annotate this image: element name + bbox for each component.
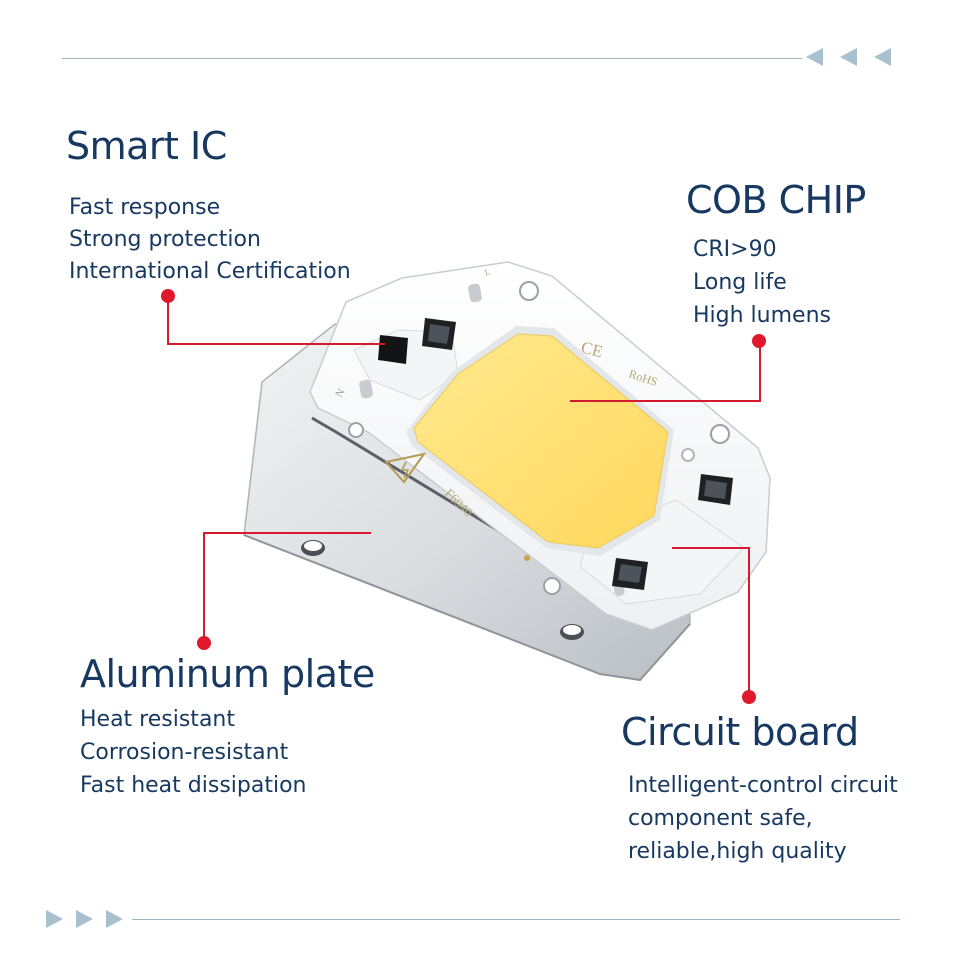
smart-ic-feature: International Certification <box>69 259 351 284</box>
right-arrow-icon <box>46 910 63 928</box>
right-arrow-icon <box>106 910 123 928</box>
cob-chip-feature: Long life <box>693 270 787 295</box>
aluminum-plate-title: Aluminum plate <box>80 652 375 696</box>
circuit-board-title: Circuit board <box>621 710 859 754</box>
smart-ic-leader-vertical <box>167 296 169 344</box>
cob-chip-leader-horizontal <box>570 400 760 402</box>
mounting-hole <box>681 448 695 462</box>
cob-chip-feature: High lumens <box>693 303 831 328</box>
mounting-hole <box>519 281 539 301</box>
left-arrow-icon <box>806 48 823 66</box>
circuit-board-feature: Intelligent-control circuit <box>628 773 898 798</box>
bottom-divider <box>132 919 900 920</box>
smart-ic-feature: Strong protection <box>69 227 261 252</box>
cob-chip-marker-dot <box>752 334 766 348</box>
smart-ic-title: Smart IC <box>66 124 227 168</box>
aluminum-leader-vertical <box>203 532 205 642</box>
smart-ic-leader-horizontal <box>167 343 385 345</box>
cob-led-chip <box>406 326 674 556</box>
cob-chip-title: COB CHIP <box>686 178 866 222</box>
circuit-marker-dot <box>742 690 756 704</box>
aluminum-plate-feature: Heat resistant <box>80 707 235 732</box>
l-mark: L <box>483 267 492 278</box>
smart-ic-chip <box>378 318 733 590</box>
right-arrow-icon <box>76 910 93 928</box>
mounting-hole <box>710 424 730 444</box>
aluminum-plate-feature: Corrosion-resistant <box>80 740 289 765</box>
smart-ic-marker-dot <box>161 289 175 303</box>
aluminum-plate-feature: Fast heat dissipation <box>80 773 307 798</box>
warning-icon <box>384 452 427 484</box>
top-divider <box>62 58 802 59</box>
smart-ic-feature: Fast response <box>69 195 221 220</box>
left-arrow-icon <box>840 48 857 66</box>
aluminum-marker-dot <box>197 636 211 650</box>
circuit-board-feature: component safe, <box>628 806 813 831</box>
ce-mark: CE <box>579 338 605 362</box>
indicator-dot <box>524 555 530 561</box>
left-arrow-icon <box>874 48 891 66</box>
circuit-board-feature: reliable,high quality <box>628 839 847 864</box>
circuit-leader-vertical <box>748 547 750 697</box>
cob-chip-leader-vertical <box>759 343 761 402</box>
mounting-hole <box>348 422 364 438</box>
cob-chip-feature: CRI>90 <box>693 237 777 262</box>
mounting-hole <box>543 577 561 595</box>
aluminum-leader-horizontal <box>203 532 371 534</box>
circuit-leader-horizontal <box>672 547 750 549</box>
